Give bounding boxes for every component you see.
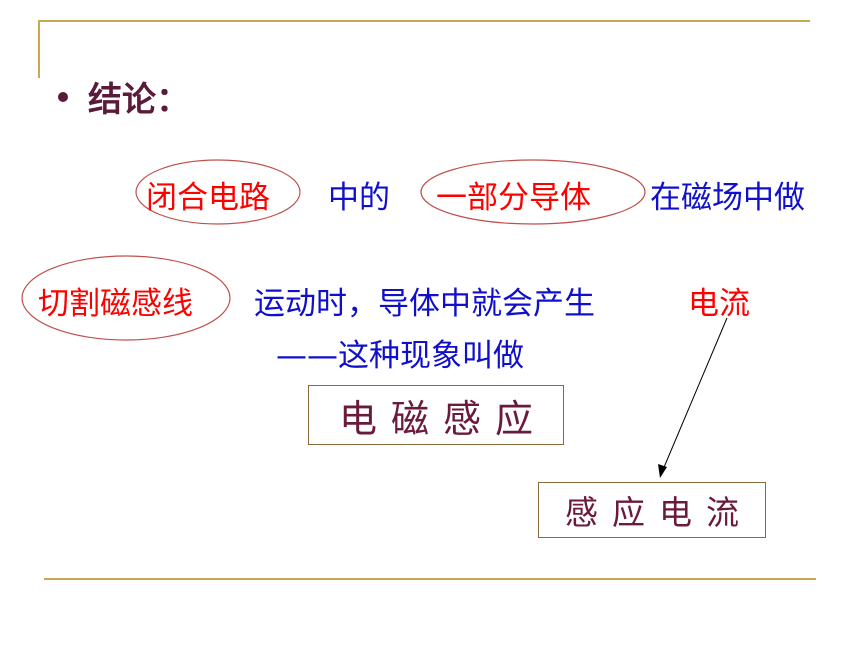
top-rule [38,20,810,22]
term-current: 电流 [688,286,750,322]
box-electromagnetic-induction: 电磁感应 [308,385,564,445]
conclusion-heading: 结论： [88,80,190,120]
arrowhead-icon [658,464,667,478]
arrow-line [661,317,728,473]
term-part-conductor: 一部分导体 [436,180,591,216]
ellipse-cutting-lines [21,255,231,341]
left-rule [38,20,40,78]
text-of: 中的 [328,180,390,216]
text-when-moving: 运动时，导体中就会产生 [254,286,595,322]
bottom-rule [44,578,816,580]
text-phenomenon: ——这种现象叫做 [276,338,524,374]
term-closed-circuit: 闭合电路 [146,180,270,216]
box-induced-current: 感应电流 [538,482,766,538]
bullet-icon [58,92,68,102]
ellipse-part-conductor [420,159,646,225]
term-cutting-lines: 切割磁感线 [38,286,193,322]
text-in-magnetic-field: 在磁场中做 [650,180,805,216]
ellipse-closed-circuit [135,159,301,225]
